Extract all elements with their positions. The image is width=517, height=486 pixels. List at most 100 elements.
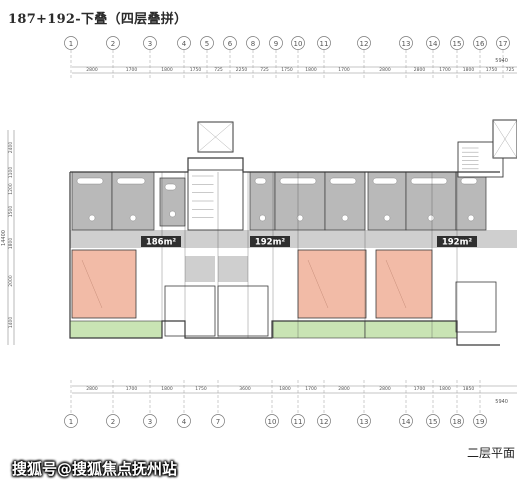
bedroom [71,249,137,319]
dimension-label: 1800 [463,67,475,73]
dimension-label: 1750 [281,67,293,73]
drawing-title: 187+192-下叠（四层叠拼） [8,12,188,27]
watermark-text: 搜狐号@搜狐焦点抚州站 [12,460,178,478]
grid-bubble [106,414,120,428]
dimension-label: 2250 [236,67,248,73]
grid-bubble-label: 4 [182,418,187,426]
grid-bubble-label: 3 [148,40,152,48]
grid-bubble-label: 8 [251,40,255,48]
dimension-label: 2800 [338,386,350,392]
bathtub-fixture [410,177,448,185]
sink-fixture [296,214,304,222]
grid-bubble-label: 15 [429,418,438,426]
grid-bubble [177,36,191,50]
sink-fixture [427,214,435,222]
grid-bubble-label: 19 [476,418,485,426]
terrace [364,320,458,339]
dimension-label: 1800 [8,238,14,250]
sink-fixture [259,214,266,222]
stair-core [187,169,244,231]
bedroom [375,249,433,319]
grid-bubble-label: 1 [69,418,73,426]
grid-bubble-label: 11 [294,418,303,426]
area-tag-bg [437,236,477,247]
grid-bubble [357,36,371,50]
bathtub-fixture [76,177,104,185]
dimension-label: 725 [214,67,223,73]
left-dimension-chain [7,130,15,345]
room [217,285,269,337]
dimension-label: 2800 [379,67,391,73]
terrace [272,320,366,339]
grid-bubble [399,36,413,50]
grid-bubble [64,36,78,50]
grid-bubble-label: 7 [216,418,220,426]
grid-bubble-label: 12 [320,418,329,426]
room [164,285,216,337]
building-plan [69,119,517,346]
grid-bubble [143,36,157,50]
area-tag-label: 192m² [442,238,473,248]
grid-bubble [317,36,331,50]
dimension-label: 1700 [126,67,138,73]
dimension-label: 1850 [463,386,475,392]
dimension-label: 1700 [439,67,451,73]
bathtub-fixture [460,177,478,185]
grid-bubble [64,414,78,428]
bottom-dimension-chain [72,385,517,394]
door-swing [81,259,103,309]
grid-bubble-label: 14 [429,40,438,48]
door-swing [307,259,329,309]
grid-bubble-label: 6 [228,40,233,48]
area-tag-bg [250,236,290,247]
dimension-label: 725 [506,67,515,73]
grid-bubble [265,414,279,428]
dimension-label: 3600 [239,386,251,392]
bathtub-fixture [254,177,267,185]
dimension-label: 1750 [195,386,207,392]
door-swing [385,259,407,309]
grid-bubble-label: 14 [402,418,411,426]
grid-bubble [399,414,413,428]
grid-bubble [357,414,371,428]
grid-bubble-label: 2 [111,40,115,48]
bathtub-fixture [329,177,357,185]
dimension-label: 725 [260,67,269,73]
grid-bubble [223,36,237,50]
grid-bubble-label: 2 [111,418,115,426]
grid-bubble [473,414,487,428]
grid-bubble-label: 18 [453,418,462,426]
grid-bubble [211,414,225,428]
circulation-area [273,230,517,248]
dimension-label: 1700 [338,67,350,73]
dimension-label: 2800 [379,386,391,392]
dimension-label: 1750 [486,67,498,73]
bottom-total-dimension: 5940 [495,399,508,405]
left-total-dimension: 14400 [1,230,7,246]
grid-bubble [291,414,305,428]
grid-bubble [450,414,464,428]
top-dimension-labels: 2800 1700 1800 1750 725 2250 725 1750 1800 1700 28… [86,67,514,73]
dimension-label: 1800 [279,386,291,392]
grid-bubble-label: 15 [453,40,462,48]
top-total-dimension: 5940 [495,58,508,64]
grid-bubble-label: 12 [360,40,369,48]
grid-bubble-label: 10 [268,418,277,426]
grid-bubble-label: 13 [360,418,369,426]
grid-bubble [496,36,510,50]
grid-bubble [317,414,331,428]
dimension-label: 1500 [8,206,14,218]
dimension-label: 1800 [305,67,317,73]
grid-bubble [426,414,440,428]
shaft-cross [197,121,234,153]
dimension-label: 1750 [190,67,202,73]
grid-bubble-label: 4 [182,40,187,48]
grid-bubble [246,36,260,50]
grid-bubble-label: 11 [320,40,329,48]
grid-bubble-label: 5 [205,40,209,48]
dimension-label: 2800 [86,67,98,73]
floor-caption: 二层平面 [466,446,515,460]
